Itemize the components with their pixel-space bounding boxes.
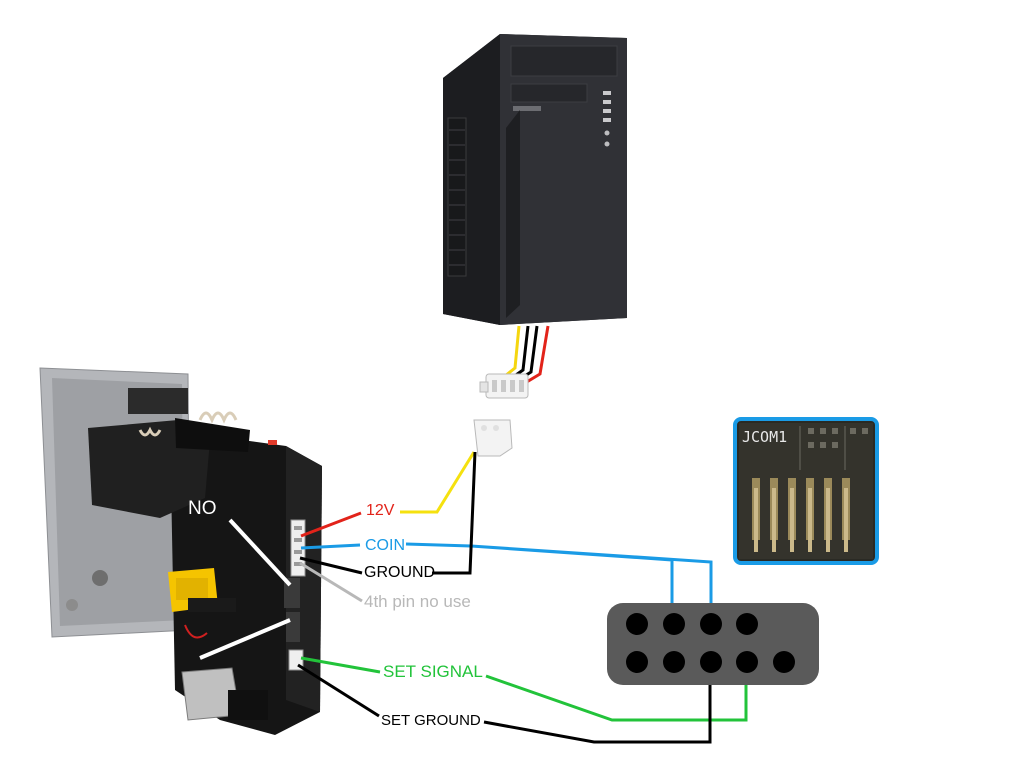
label-jcom: JCOM1 — [742, 428, 788, 446]
wire-set-signal-green — [300, 656, 381, 674]
label-ground: GROUND — [364, 564, 436, 581]
wire-set-ground-black-run — [483, 662, 712, 744]
wire-set-signal-green-run — [485, 662, 748, 722]
wire-12v-yellow — [400, 451, 476, 514]
wire-ground-black-run — [432, 451, 477, 575]
wire-ground-black — [299, 556, 363, 575]
molex-female-connector — [473, 419, 513, 457]
label-no: NO — [188, 498, 217, 519]
label-set-signal: SET SIGNAL — [383, 662, 483, 681]
coin-acceptor-icon — [39, 367, 322, 735]
serial-header-icon — [607, 603, 819, 685]
wire-coin-blue — [300, 543, 361, 550]
molex-connector-icon — [479, 373, 529, 399]
wire-12v-red — [300, 511, 362, 538]
motherboard-jcom-photo — [733, 417, 879, 565]
wire-no-white — [228, 518, 292, 587]
label-coin: COIN — [365, 537, 405, 554]
wire-coin-blue-run — [405, 542, 713, 622]
wire-no-white-lower — [199, 618, 291, 660]
pc-tower-icon — [443, 34, 627, 325]
label-12v: 12V — [366, 502, 395, 519]
wire-set-ground-black — [297, 663, 380, 718]
wire-4th-pin-gray — [299, 561, 363, 603]
label-fourth-pin: 4th pin no use — [364, 592, 471, 611]
label-set-ground: SET GROUND — [381, 712, 481, 729]
